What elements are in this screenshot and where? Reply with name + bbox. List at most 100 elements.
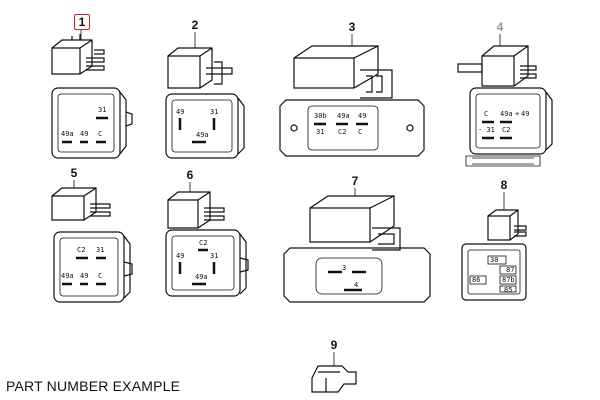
part-8-terminal-label: 85 [504,286,512,294]
part-8-terminal-slot [487,255,507,265]
part-2-relay-pins [206,61,233,85]
part-7-socket[interactable]: 3 4 [283,247,431,303]
part-6-socket[interactable]: C2 49 31 49a [165,229,249,297]
part-1-terminal-label: 49 [80,130,88,138]
part-6-socket-clip [239,233,249,295]
leader-lines [73,30,505,210]
part-6-terminal-label: C2 [199,239,207,247]
part-3-socket-cavity [307,105,379,151]
part-3-terminal-label: C2 [338,128,346,136]
part-number-callout-1[interactable]: 1 [74,14,90,30]
part-number-callout-7[interactable]: 7 [351,174,359,188]
part-3-terminal-label: 31 [316,128,324,136]
part-5-socket[interactable]: C2 31 49a 49 C [53,231,133,303]
part-number-callout-4[interactable]: 4 [496,20,504,34]
part-5-terminal-label: 49a [61,272,74,280]
part-5-relay-pins [90,203,111,217]
part-8-terminal-slot [499,285,517,293]
part-4-socket-clip [545,91,553,151]
part-3-relay-body [293,45,379,89]
part-6-relay-pins [204,207,225,221]
part-number-callout-2[interactable]: 2 [191,18,199,32]
part-7-socket-frame [283,247,431,303]
part-4-terminal-label: + [515,110,519,118]
part-4-relay[interactable] [457,45,537,87]
part-number-callout-9[interactable]: 9 [330,338,338,352]
part-9-bracket-outline [311,365,357,393]
part-1-socket[interactable]: 31 49a 49 C [51,87,133,159]
part-5-terminal-label: 49 [80,272,88,280]
part-1-terminal-label: C [98,130,102,138]
part-8-terminal-label: 86 [472,276,480,284]
part-7-terminal-label: 3 [342,264,346,272]
part-3-socket-frame [279,99,425,157]
part-4-terminal-label: C [484,110,488,118]
part-6-terminal-label: 49 [176,252,184,260]
part-2-terminal-label: 49a [196,131,209,139]
part-7-relay[interactable] [309,195,401,251]
part-8-socket[interactable]: 30 87 87b 86 85 [461,243,527,301]
part-4-relay-bracket [457,63,483,73]
part-number-callout-6[interactable]: 6 [186,168,194,182]
part-2-socket-cavity [171,99,233,153]
part-7-socket-cavity [315,257,383,295]
part-4-terminal-label: - 31 [478,126,495,134]
part-number-callout-5[interactable]: 5 [70,166,78,180]
part-1-relay-pins [71,34,105,71]
part-number-example-caption: PART NUMBER EXAMPLE [6,378,181,394]
part-5-terminal-label: C [98,272,102,280]
part-9-bracket[interactable] [311,352,357,393]
part-6-terminal-label: 49a [195,273,208,281]
part-8-socket-cavity [467,249,521,295]
part-7-relay-connector [372,227,401,251]
part-8-socket-frame [461,243,527,301]
part-8-terminal-slot [499,275,517,285]
part-number-callout-3[interactable]: 3 [348,20,356,34]
part-2-relay[interactable] [167,47,233,89]
part-5-relay-body [51,187,97,221]
part-8-terminal-label: 87b [502,276,515,284]
part-2-terminal-label: 31 [210,108,218,116]
part-5-socket-cavity [59,237,119,297]
part-1-relay-body [51,39,93,75]
part-5-relay[interactable] [51,187,111,221]
part-1-socket-cavity [57,93,115,153]
part-2-relay-body [167,47,213,89]
part-5-terminal-label: C2 [77,246,85,254]
part-7-relay-body [309,195,395,243]
part-4-socket-cavity [475,93,541,149]
part-6-terminal-label: 31 [210,252,218,260]
part-6-relay-body [167,191,211,229]
part-4-socket-frame [469,87,547,155]
part-1-terminal-label: 49a [61,130,74,138]
part-2-socket[interactable]: 49 31 49a [165,93,245,159]
part-7-terminal-label: 4 [354,281,358,289]
part-3-mount-hole [406,124,414,132]
part-8-relay[interactable] [487,209,527,241]
part-5-socket-clip [123,235,133,299]
part-2-socket-clip [237,97,245,155]
part-4-terminal-label: 49 [521,110,529,118]
part-1-socket-clip [119,91,133,155]
part-2-terminal-label: 49 [176,108,184,116]
part-4-terminal-label: 49a [500,110,513,118]
part-4-socket[interactable]: C 49a + 49 - 31 C2 [465,87,553,167]
part-3-relay-connector [360,69,393,99]
part-5-socket-frame [53,231,125,303]
part-4-socket-rail [465,155,541,167]
part-8-relay-body [487,209,519,241]
part-1-relay[interactable] [51,34,105,75]
part-8-terminal-slot [499,265,517,275]
part-8-terminal-label: 87 [506,266,514,274]
part-number-callout-8[interactable]: 8 [500,178,508,192]
part-3-relay[interactable] [293,45,393,99]
part-4-relay-pins [520,65,537,79]
part-3-terminal-label: C [358,128,362,136]
part-6-relay[interactable] [167,191,225,229]
part-3-socket[interactable]: 30b 49a 49 31 C2 C [279,99,425,157]
part-6-socket-cavity [171,235,235,291]
part-2-socket-frame [165,93,239,159]
part-8-terminal-slot [469,275,487,285]
part-3-mount-hole [290,124,298,132]
